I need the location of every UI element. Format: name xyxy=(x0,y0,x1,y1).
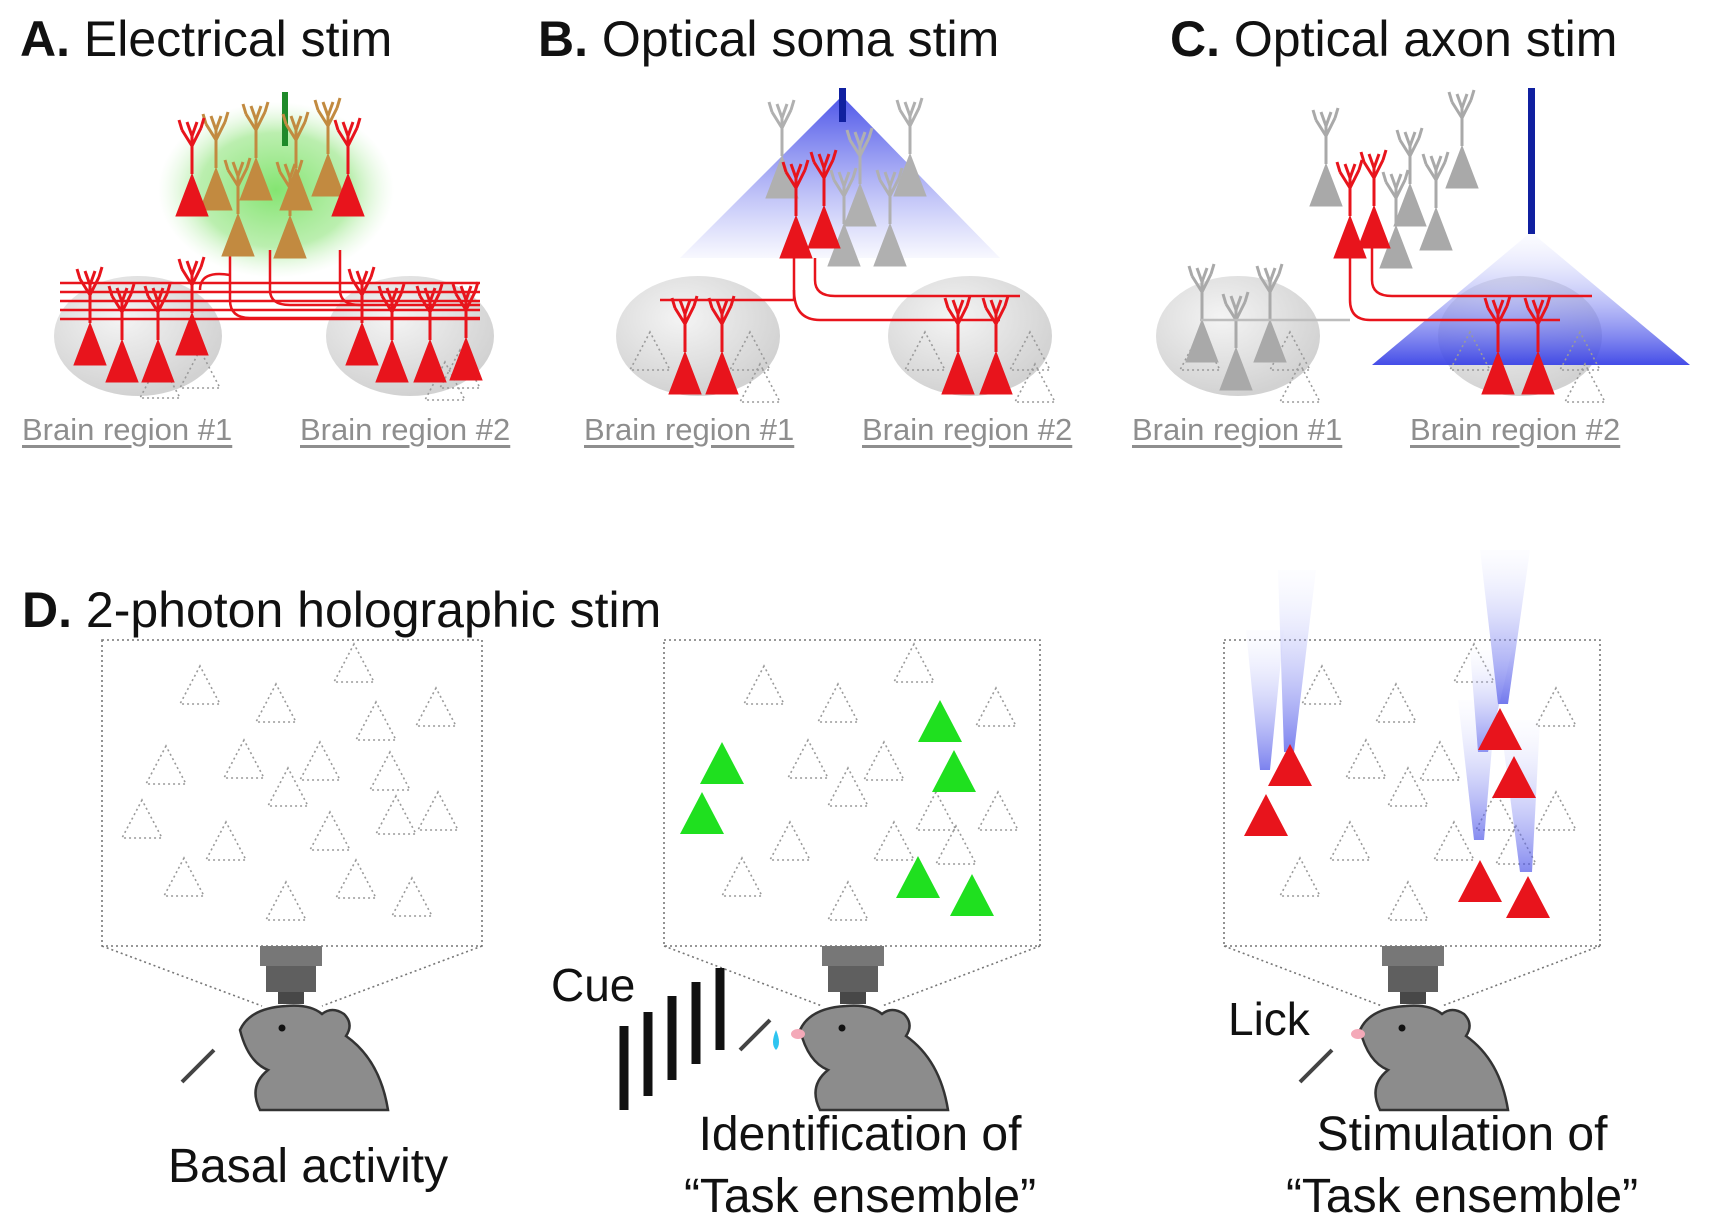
panel-c-letter: C. xyxy=(1170,11,1220,67)
caption-identification-line1: Identification of xyxy=(698,1108,1022,1161)
caption-basal-activity: Basal activity xyxy=(168,1140,449,1193)
holographic-beams xyxy=(1246,550,1540,872)
water-drop-icon xyxy=(773,1030,779,1050)
caption-identification-line2: “Task ensemble” xyxy=(683,1170,1037,1224)
panel-b-title-text: Optical soma stim xyxy=(601,11,1000,67)
mouse-icon-3 xyxy=(1351,1004,1510,1112)
panel-c-region1 xyxy=(1156,276,1320,396)
stimulated-ensemble-neurons xyxy=(1244,708,1550,918)
imaging-field-stimulation xyxy=(1223,550,1601,1007)
imaging-field-identification xyxy=(663,639,1041,1007)
panel-b-region2-label: Brain region #2 xyxy=(862,412,1073,447)
panel-d-title-text: 2-photon holographic stim xyxy=(85,582,662,638)
mouse-icon-2 xyxy=(791,1004,950,1112)
panel-c-region1-label: Brain region #1 xyxy=(1132,412,1343,447)
panel-b-region1 xyxy=(616,276,780,396)
cue-label: Cue xyxy=(551,959,636,1011)
caption-stimulation: Stimulation of “Task ensemble” xyxy=(1262,1104,1662,1229)
optic-fiber-icon-c xyxy=(1528,88,1535,234)
lick-spout-icon xyxy=(180,1048,216,1084)
microscope-objective-icon-2 xyxy=(822,946,884,1004)
panel-a-region2-label: Brain region #2 xyxy=(300,412,511,447)
lick-spout-icon-2 xyxy=(738,1018,772,1052)
mouse-icon xyxy=(238,1004,390,1112)
panel-a-region1 xyxy=(54,276,222,396)
panel-d-title: D. 2-photon holographic stim xyxy=(22,585,661,635)
panel-b-region1-label: Brain region #1 xyxy=(584,412,795,447)
lick-spout-icon-3 xyxy=(1298,1048,1334,1084)
caption-stimulation-line2: “Task ensemble” xyxy=(1285,1170,1639,1224)
axon-light-cone xyxy=(1372,232,1690,365)
microscope-objective-icon-3 xyxy=(1382,946,1444,1004)
panel-b-title: B. Optical soma stim xyxy=(538,14,999,64)
panel-b-letter: B. xyxy=(538,11,588,67)
panel-b-diagram xyxy=(616,88,1056,403)
panel-a-letter: A. xyxy=(20,11,70,67)
caption-identification: Identification of “Task ensemble” xyxy=(660,1104,1060,1229)
grating-cue-icon xyxy=(619,968,725,1110)
optic-fiber-icon xyxy=(839,88,846,122)
panel-a-region1-label: Brain region #1 xyxy=(22,412,233,447)
panel-c-diagram xyxy=(1156,88,1690,403)
caption-stimulation-line1: Stimulation of xyxy=(1316,1108,1608,1161)
panel-c-region2-label: Brain region #2 xyxy=(1410,412,1621,447)
panel-c-title-text: Optical axon stim xyxy=(1233,11,1618,67)
panel-b-region2 xyxy=(888,276,1052,396)
panel-d-letter: D. xyxy=(22,582,72,638)
basal-neuron-field xyxy=(121,643,459,921)
panel-a-diagram xyxy=(54,92,494,401)
panel-a-title-text: Electrical stim xyxy=(83,11,393,67)
identified-ensemble-neurons xyxy=(680,700,994,916)
panel-a-title: A. Electrical stim xyxy=(20,14,392,64)
lick-label: Lick xyxy=(1228,993,1310,1045)
microscope-objective-icon xyxy=(260,946,322,1004)
panel-c-title: C. Optical axon stim xyxy=(1170,14,1617,64)
